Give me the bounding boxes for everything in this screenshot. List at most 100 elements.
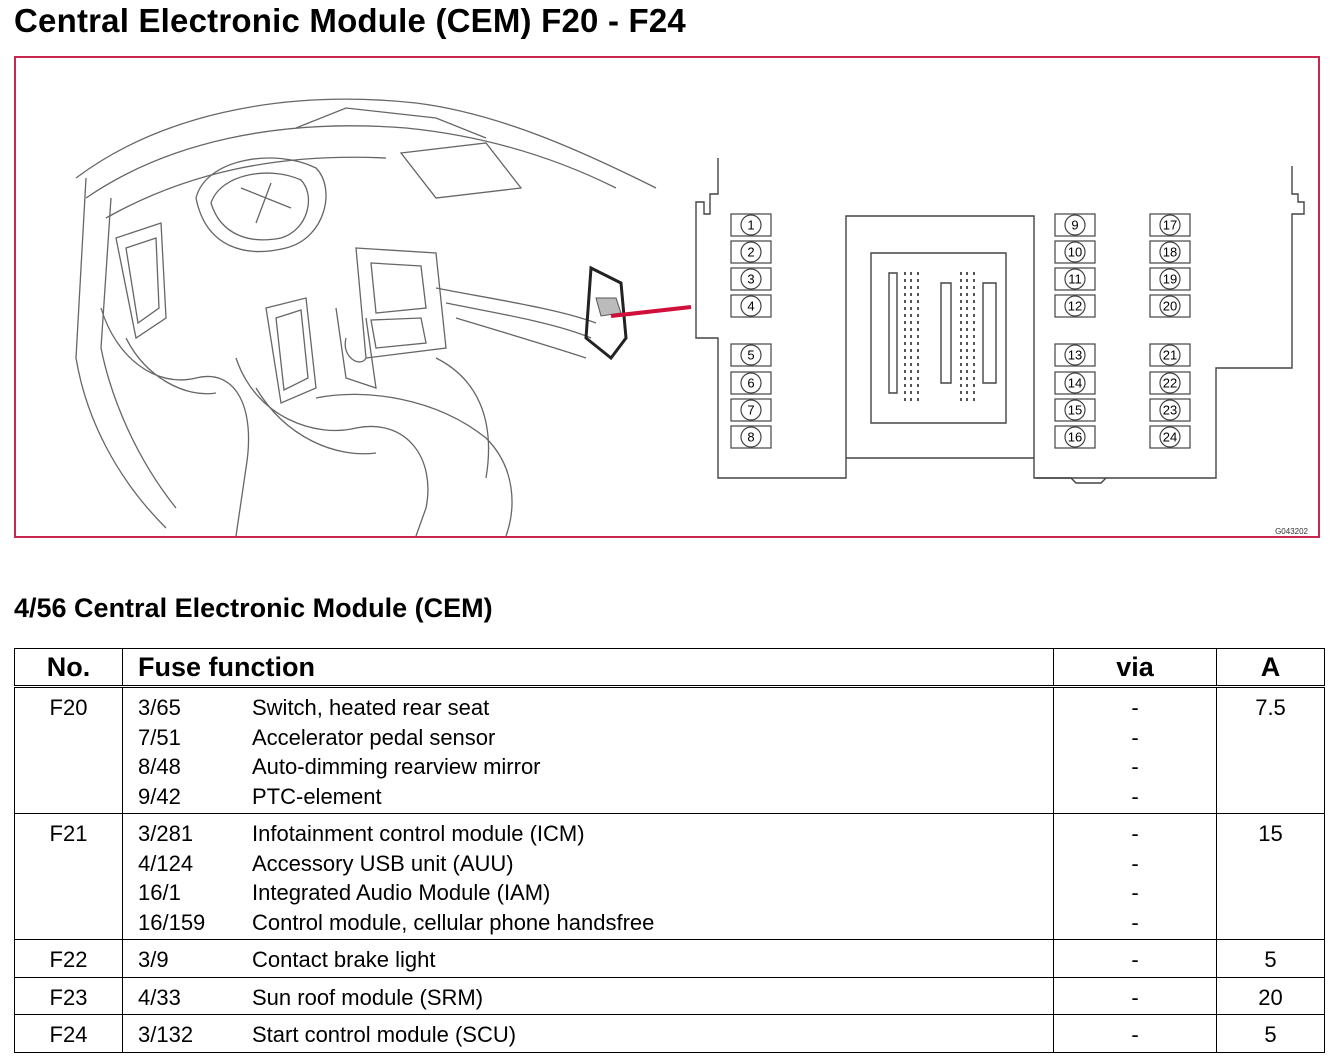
- component-description: Auto-dimming rearview mirror: [252, 754, 541, 779]
- fuse-slot-number: 5: [747, 348, 754, 363]
- fuse-function-cell: 3/9 Contact brake light: [122, 939, 1054, 978]
- fuse-slot-number: 22: [1163, 376, 1177, 391]
- component-description: PTC-element: [252, 783, 382, 809]
- diagram-svg: 123456789101112131415161718192021222324 …: [75, 98, 1309, 536]
- via-value: -: [1131, 783, 1139, 809]
- component-reference: 7/51: [138, 724, 181, 750]
- fuse-slot: 12: [1054, 294, 1096, 318]
- component-reference: 16/1: [138, 880, 181, 905]
- fuse-slot-number: 12: [1068, 299, 1082, 314]
- via-cell: -: [1053, 939, 1217, 978]
- fuse-slot: 7: [730, 398, 772, 422]
- amperage: 7.5: [1216, 686, 1325, 814]
- fuse-slot: 17: [1149, 213, 1191, 237]
- fuse-slot-number: 6: [747, 376, 754, 391]
- header-no: No.: [14, 648, 123, 688]
- fuse-slot: 8: [730, 425, 772, 449]
- fuse-slot: 21: [1149, 343, 1191, 367]
- fuse-slot-number: 15: [1068, 403, 1082, 418]
- fuse-slot-number: 21: [1163, 348, 1177, 363]
- via-cell: -: [1053, 1014, 1217, 1053]
- fuse-slot-number: 16: [1068, 430, 1082, 445]
- via-value: -: [1131, 947, 1139, 972]
- fuse-slot: 3: [730, 267, 772, 291]
- component-reference: 3/65: [138, 695, 181, 720]
- fuse-slot-number: 19: [1163, 272, 1177, 287]
- component-reference: 4/124: [138, 850, 194, 876]
- fuse-number: F23: [14, 976, 123, 1015]
- component-reference: 9/42: [138, 783, 181, 809]
- component-reference: 3/132: [138, 1022, 194, 1047]
- fuse-slot-number: 23: [1163, 403, 1177, 418]
- fuse-slot: 24: [1149, 425, 1191, 449]
- fuse-slot-number: 10: [1068, 245, 1082, 260]
- fuse-function-item: 8/48 Auto-dimming rearview mirror: [123, 752, 1053, 782]
- fuse-slot: 14: [1054, 371, 1096, 395]
- fuse-slot-number: 2: [747, 245, 754, 260]
- fuse-slot-number: 14: [1068, 376, 1082, 391]
- component-reference: 8/48: [138, 754, 181, 779]
- diagram-image-code: G043202: [1275, 527, 1308, 536]
- component-reference: 3/9: [138, 947, 169, 972]
- fuse-slot-number: 1: [747, 218, 754, 233]
- fuse-slot: 20: [1149, 294, 1191, 318]
- page-title: Central Electronic Module (CEM) F20 - F2…: [14, 2, 686, 39]
- header-via: via: [1053, 648, 1217, 688]
- fuse-slot-number: 17: [1163, 218, 1177, 233]
- fuse-slot-number: 11: [1068, 272, 1082, 287]
- fuse-function-item: 3/65 Switch, heated rear seat: [123, 693, 1053, 723]
- amperage: 5: [1216, 1014, 1325, 1053]
- component-description: Control module, cellular phone handsfree: [252, 909, 655, 935]
- fuse-number: F24: [14, 1014, 123, 1053]
- table-header-row: No. Fuse function via A: [14, 648, 1325, 688]
- via-value: -: [1131, 850, 1139, 876]
- header-fuse-function: Fuse function: [122, 648, 1054, 688]
- fuse-slot: 9: [1054, 213, 1096, 237]
- section-title: 4/56 Central Electronic Module (CEM): [14, 593, 493, 623]
- fuse-slot: 22: [1149, 371, 1191, 395]
- fuse-function-item: 3/9 Contact brake light: [123, 945, 1053, 975]
- via-value: -: [1131, 724, 1139, 750]
- fuse-slot: 19: [1149, 267, 1191, 291]
- fuse-slot-number: 13: [1068, 348, 1082, 363]
- component-reference: 3/281: [138, 821, 194, 846]
- fuse-number: F21: [14, 813, 123, 940]
- fuse-slot-number: 3: [747, 272, 754, 287]
- fuse-number: F20: [14, 686, 123, 814]
- via-value: -: [1131, 984, 1139, 1010]
- via-cell: ----: [1053, 686, 1217, 814]
- fuse-slot-number: 20: [1163, 299, 1177, 314]
- fuse-slot: 6: [730, 371, 772, 395]
- car-interior-illustration: [75, 98, 657, 536]
- fuse-slot: 5: [730, 343, 772, 367]
- component-description: Accessory USB unit (AUU): [252, 850, 514, 876]
- fuse-slot: 16: [1054, 425, 1096, 449]
- fuse-table: No. Fuse function via A F20 3/65 Switch, h…: [14, 648, 1325, 1053]
- component-description: Contact brake light: [252, 947, 436, 972]
- fuse-slot: 10: [1054, 240, 1096, 264]
- fuse-slot: 15: [1054, 398, 1096, 422]
- via-value: -: [1131, 754, 1139, 779]
- amperage: 5: [1216, 939, 1325, 978]
- via-value: -: [1131, 821, 1139, 846]
- component-description: Switch, heated rear seat: [252, 695, 490, 720]
- fuse-slot-number: 24: [1163, 430, 1177, 445]
- fuse-slot: 23: [1149, 398, 1191, 422]
- component-reference: 4/33: [138, 984, 181, 1010]
- via-cell: -: [1053, 976, 1217, 1015]
- fuse-slot-number: 4: [747, 299, 754, 314]
- fuse-slot: 1: [730, 213, 772, 237]
